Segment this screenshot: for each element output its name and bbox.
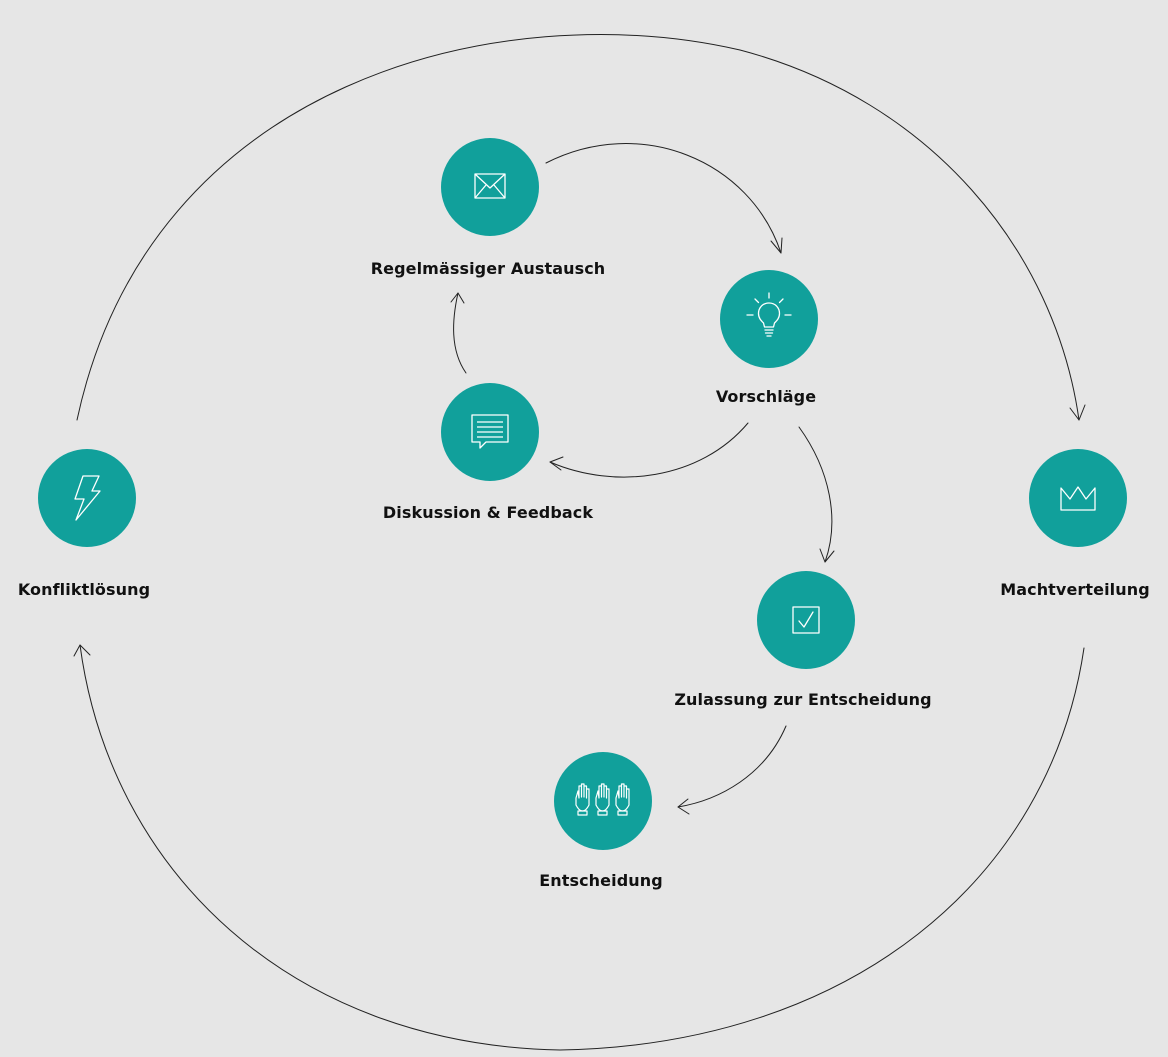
speech-bubble-icon — [471, 414, 509, 449]
edge-power-to-conflict — [79, 644, 1085, 1051]
lightbulb-icon — [746, 292, 792, 337]
edge-admission-to-decision — [677, 725, 787, 808]
edge-proposals-to-admission — [798, 426, 833, 563]
node-power-distribution — [1029, 449, 1127, 547]
node-admission-to-decision — [757, 571, 855, 669]
edge-proposals-to-discussion — [549, 422, 749, 478]
node-label-conflict-resolution: Konfliktlösung — [17, 580, 151, 599]
node-conflict-resolution — [38, 449, 136, 547]
lightning-icon — [74, 475, 101, 521]
raised-hands-icon — [575, 783, 630, 816]
arrowhead-discussion-to-exchange — [450, 292, 465, 304]
arrowhead-power-to-conflict — [73, 644, 91, 657]
node-label-regular-exchange: Regelmässiger Austausch — [370, 259, 606, 278]
node-label-power-distribution: Machtverteilung — [1000, 580, 1150, 599]
envelope-icon — [474, 173, 506, 199]
node-label-admission-to-decision: Zulassung zur Entscheidung — [674, 690, 932, 709]
node-proposals — [720, 270, 818, 368]
node-regular-exchange — [441, 138, 539, 236]
edge-exchange-to-proposals — [545, 143, 782, 254]
arrowhead-admission-to-decision — [677, 798, 690, 815]
arrowhead-exchange-to-proposals — [770, 237, 783, 254]
node-label-proposals: Vorschläge — [715, 387, 817, 406]
node-decision — [554, 752, 652, 850]
node-label-discussion-feedback: Diskussion & Feedback — [382, 503, 594, 522]
arrowhead-proposals-to-discussion — [549, 456, 564, 471]
crown-icon — [1060, 486, 1096, 511]
node-label-decision: Entscheidung — [539, 871, 663, 890]
edge-conflict-to-power — [76, 34, 1080, 421]
arrowhead-proposals-to-admission — [819, 548, 835, 563]
checkbox-icon — [792, 606, 820, 634]
arrowhead-conflict-to-power — [1069, 404, 1086, 421]
node-discussion-feedback — [441, 383, 539, 481]
edge-discussion-to-exchange — [453, 292, 467, 374]
